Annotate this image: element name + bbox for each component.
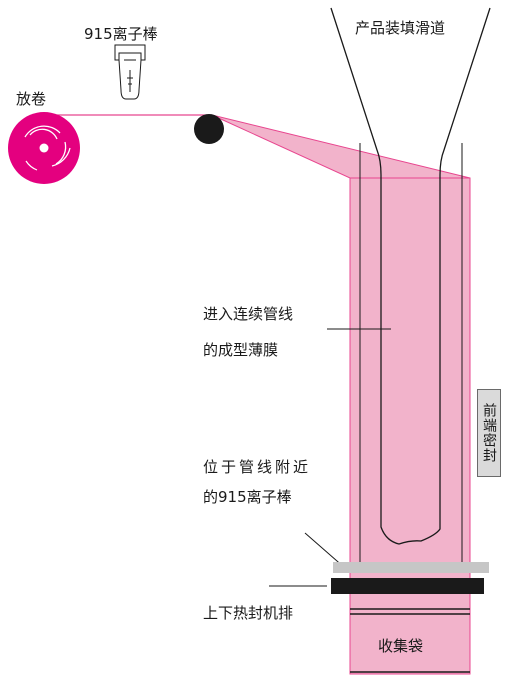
front-seal-label: 前端密封 bbox=[481, 403, 497, 463]
unwind-label: 放卷 bbox=[16, 90, 47, 108]
film-label-line2: 的成型薄膜 bbox=[203, 341, 279, 359]
front-seal-tag: 前端密封 bbox=[477, 389, 501, 477]
unwind-roll-icon bbox=[8, 112, 80, 184]
idler-roller bbox=[194, 114, 224, 144]
film-label-line1: 进入连续管线 bbox=[203, 305, 294, 323]
filling-chute bbox=[330, 7, 491, 545]
bag-label: 收集袋 bbox=[378, 637, 424, 655]
ionizer-device-icon bbox=[114, 44, 146, 100]
film-tube bbox=[349, 177, 471, 675]
film-web-wedge bbox=[211, 114, 471, 179]
ionizer-near-label-line2: 的915离子棒 bbox=[203, 488, 292, 506]
ionizer-near-label-line1: 位于管线附近 bbox=[203, 458, 312, 476]
heat-seal-label: 上下热封机排 bbox=[203, 604, 294, 622]
chute-label: 产品装填滑道 bbox=[355, 19, 446, 37]
heat-seal-jaws bbox=[331, 578, 484, 594]
ionizer-bar-near-tube bbox=[333, 562, 489, 573]
ionizer-top-label: 915离子棒 bbox=[84, 25, 158, 43]
